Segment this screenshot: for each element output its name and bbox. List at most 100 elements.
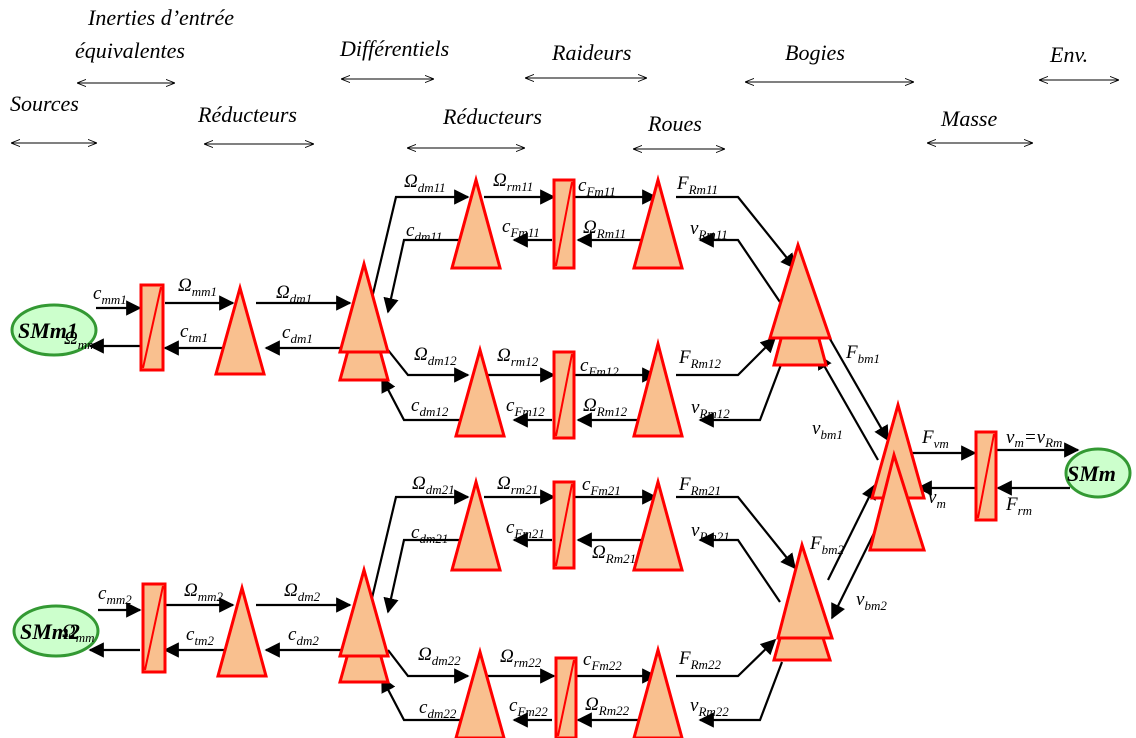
var-label-c-dm2: cdm2 xyxy=(288,624,319,648)
var-label-v-rm21: vRm21 xyxy=(691,520,730,544)
arrow-frm11 xyxy=(676,195,796,270)
var-label-f-rm: Frm xyxy=(1005,494,1032,518)
var-label-o-dm22: Ωdm22 xyxy=(418,644,461,668)
arrow-odm12 xyxy=(387,349,470,383)
triangle-diff-1-front xyxy=(338,258,390,354)
var-label-o-mm2: Ωmm2 xyxy=(184,580,224,604)
var-label-v-m: vm xyxy=(928,487,946,511)
var-label-o-dm21: Ωdm21 xyxy=(412,473,455,497)
section-inerties-line1: Inerties d’entrée xyxy=(87,5,234,30)
arrow-odm21 xyxy=(370,489,470,599)
triangle-bogie-2-front xyxy=(776,539,835,640)
arrow-vbm1 xyxy=(817,353,879,461)
arrow-frm22 xyxy=(676,638,777,678)
arrow-fbm2 xyxy=(827,483,876,581)
var-label-f-rm21: FRm21 xyxy=(678,474,721,498)
var-label-c-mm1: cmm1 xyxy=(93,283,127,307)
var-label-o-rm12: Ωrm12 xyxy=(497,345,539,369)
flow-arrows xyxy=(88,189,1080,728)
triangle-reducer-2 xyxy=(216,582,268,678)
var-label-c-dm1: cdm1 xyxy=(282,322,313,346)
var-label-o-mm1: Ωmm1 xyxy=(178,275,217,299)
var-label-c-fm21-b: cFm21 xyxy=(506,517,545,541)
arrow-vrm12 xyxy=(698,361,784,428)
arrow-cdm22 xyxy=(381,676,462,722)
arrow-frm12 xyxy=(676,336,777,377)
var-label-c-tm1: ctm1 xyxy=(180,321,208,345)
box-inertia-1-slash xyxy=(142,286,162,369)
triangle-reducer-22 xyxy=(454,646,506,738)
section-reducteurs1: Réducteurs xyxy=(197,102,297,127)
triangle-wheel-12 xyxy=(632,338,684,438)
triangle-reducer-11 xyxy=(450,174,502,270)
equation-vm-vrm: vm=vRm xyxy=(1006,427,1062,450)
section-roues: Roues xyxy=(647,111,702,136)
var-label-o-dm11: Ωdm11 xyxy=(404,171,446,195)
var-label-c-fm21: cFm21 xyxy=(582,474,621,498)
var-label-v-rm12: vRm12 xyxy=(691,397,730,421)
arrow-fbm1 xyxy=(825,331,889,442)
var-label-f-rm12: FRm12 xyxy=(678,347,721,371)
var-label-o-rm11: ΩRm11 xyxy=(583,217,626,241)
var-label-c-dm12: cdm12 xyxy=(411,395,449,419)
triangle-reducer-12 xyxy=(454,344,506,438)
source-smm1 xyxy=(10,303,98,357)
var-label-c-fm12-b: cFm12 xyxy=(506,395,545,419)
box-stiffness-11-slash xyxy=(555,181,573,267)
var-label-c-dm22: cdm22 xyxy=(419,697,457,721)
triangle-reducer-1 xyxy=(214,282,266,376)
var-label-c-mm2: cmm2 xyxy=(98,583,132,607)
arrow-odm11 xyxy=(370,189,470,299)
var-label-o-mm2-back: Ωmm xyxy=(62,621,95,645)
arrow-cdm11 xyxy=(383,238,462,314)
var-label-c-dm11: cdm11 xyxy=(406,220,442,244)
var-label-f-rm22: FRm22 xyxy=(678,648,721,672)
triangle-diff-2-front xyxy=(338,564,390,658)
var-label-v-bm2: vbm2 xyxy=(856,589,887,613)
var-label-v-rm22: vRm22 xyxy=(690,695,729,719)
arrow-odm22 xyxy=(387,649,470,684)
var-label-f-rm11: FRm11 xyxy=(676,173,718,197)
source-smm-label: SMm xyxy=(1067,461,1116,486)
triangle-wheel-11 xyxy=(632,174,684,270)
var-label-o-rm12: ΩRm12 xyxy=(583,395,628,419)
var-label-o-dm1: Ωdm1 xyxy=(276,282,312,306)
triangle-bogie-1-front xyxy=(767,240,833,340)
var-label-c-fm22: cFm22 xyxy=(583,649,622,673)
section-bogies: Bogies xyxy=(785,40,845,65)
triangle-reducer-21 xyxy=(450,476,502,572)
var-label-c-fm22-b: cFm22 xyxy=(509,695,548,719)
var-label-c-tm2: ctm2 xyxy=(186,624,214,648)
var-label-o-rm21: Ωrm21 xyxy=(497,473,538,497)
box-stiffness-12-slash xyxy=(555,353,573,437)
box-mass-env-slash xyxy=(977,433,995,519)
source-smm2 xyxy=(12,604,100,658)
var-label-c-fm11: cFm11 xyxy=(578,175,616,199)
source-smm2-label: SMm2 xyxy=(20,619,80,644)
section-reducteurs2: Réducteurs xyxy=(442,104,542,129)
var-label-v-bm1: vbm1 xyxy=(812,418,843,442)
section-masse: Masse xyxy=(940,106,997,131)
blocks xyxy=(139,174,998,738)
arrow-vrm22 xyxy=(698,661,784,728)
variable-labels: cmm1Ωmm1Ωmm1ctm1Ωdm1cdm1Ωdm11cdm11Ωrm11c… xyxy=(62,170,1032,721)
triangle-wheel-22 xyxy=(632,644,684,738)
var-label-o-rm11: Ωrm11 xyxy=(493,170,533,194)
triangle-mass-front xyxy=(868,449,927,552)
source-smm1-label: SMm1 xyxy=(18,318,78,343)
var-label-o-rm22: ΩRm22 xyxy=(585,694,630,718)
section-raideurs: Raideurs xyxy=(551,40,631,65)
section-headers: Sources Inerties d’entrée équivalentes R… xyxy=(10,5,1118,149)
var-label-o-dm12: Ωdm12 xyxy=(414,344,457,368)
triangle-wheel-21 xyxy=(632,476,684,572)
source-smm xyxy=(1064,447,1132,499)
var-label-c-fm12: cFm12 xyxy=(580,355,619,379)
section-env: Env. xyxy=(1049,42,1088,67)
box-inertia-2-slash xyxy=(144,585,164,671)
box-stiffness-21-slash xyxy=(555,483,573,567)
var-label-f-bm1: Fbm1 xyxy=(845,342,880,366)
section-differentiels: Différentiels xyxy=(339,36,449,61)
var-label-c-fm11-b: cFm11 xyxy=(502,216,540,240)
var-label-c-dm21: cdm21 xyxy=(411,522,448,546)
